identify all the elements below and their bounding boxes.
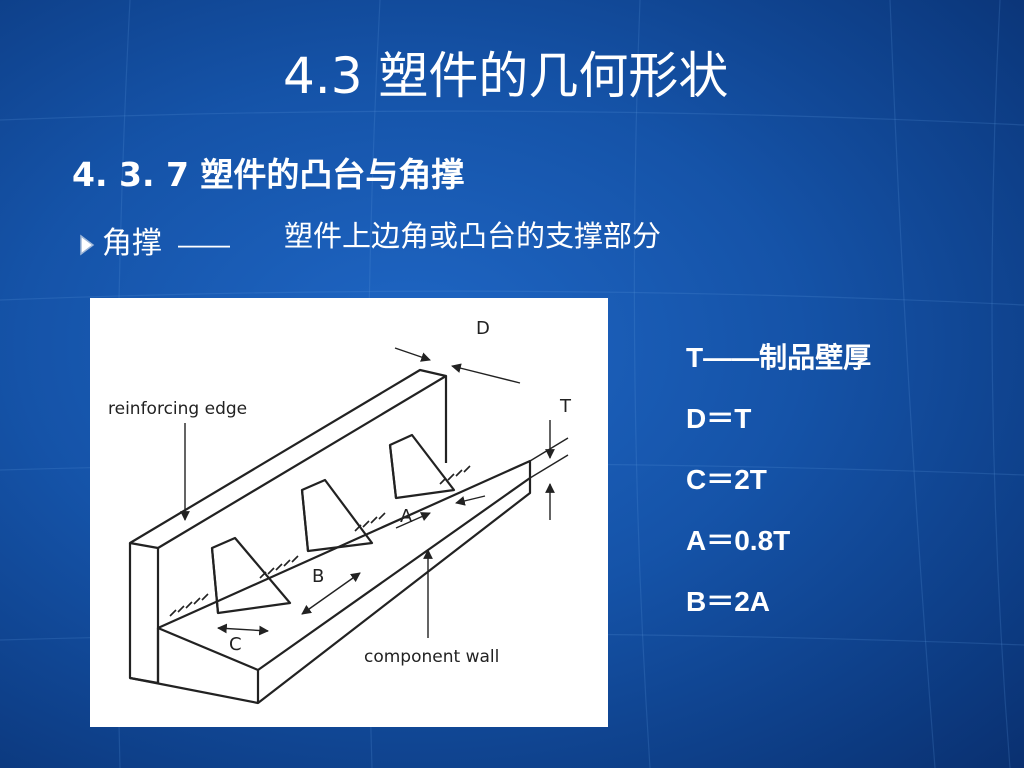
dimension-c-line xyxy=(217,623,269,636)
bullet-dash: —— xyxy=(178,229,230,259)
dimension-d-right-arrow xyxy=(451,363,521,384)
rib-diagram-drawing: reinforcing edge component wall D T A B … xyxy=(108,318,572,705)
slide-title: 4.3 塑件的几何形状 xyxy=(283,47,729,105)
formula-list: T——制品壁厚 D＝T C＝2T A＝0.8T B＝2A xyxy=(686,338,986,643)
label-a: A xyxy=(400,506,413,527)
label-component-wall: component wall xyxy=(364,647,499,667)
section-heading: 4. 3. 7 塑件的凸台与角撑 xyxy=(72,155,465,194)
wall-front-face xyxy=(128,543,160,685)
rib-1 xyxy=(210,536,292,615)
bullet-term: 角撑 xyxy=(102,226,162,261)
dimension-d-left-arrow xyxy=(394,347,431,362)
wall-top-face xyxy=(128,368,448,550)
rib-diagram-figure: reinforcing edge component wall D T A B … xyxy=(90,298,608,727)
label-reinforcing-edge: reinforcing edge xyxy=(108,399,247,419)
dimension-b-line xyxy=(301,572,361,615)
formula-t: T——制品壁厚 xyxy=(686,342,872,373)
base-front-edge xyxy=(129,478,532,705)
dimension-a-arrow-2 xyxy=(455,495,486,506)
formula-a: A＝0.8T xyxy=(686,525,791,556)
formula-c: C＝2T xyxy=(686,464,767,495)
bullet-description: 塑件上边角或凸台的支撑部分 xyxy=(284,219,662,253)
label-t: T xyxy=(559,396,572,417)
dimension-a-arrow-1 xyxy=(395,512,431,529)
triangle-bullet-icon xyxy=(80,234,95,256)
label-d: D xyxy=(476,318,490,339)
rib-3 xyxy=(388,433,456,500)
rib-2 xyxy=(300,478,374,553)
junction-hatching xyxy=(169,465,471,617)
formula-b: B＝2A xyxy=(686,586,771,617)
label-c: C xyxy=(229,634,242,655)
label-b: B xyxy=(312,566,324,587)
bullet-item: 角撑 —— 塑件上边角或凸台的支撑部分 xyxy=(78,219,738,264)
formula-d: D＝T xyxy=(686,403,752,434)
